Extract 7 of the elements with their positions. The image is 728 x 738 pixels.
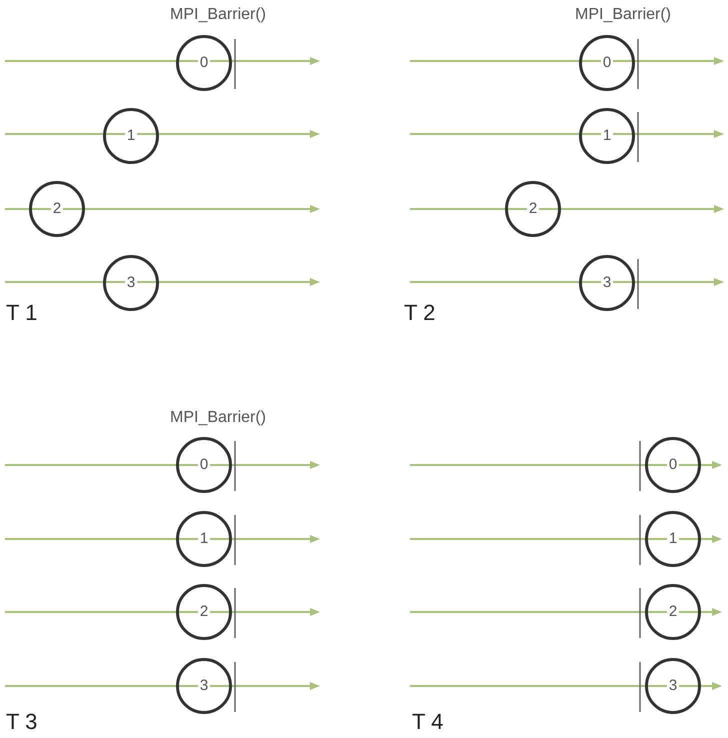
time-step-label: T 1 (6, 299, 38, 327)
function-label: MPI_Barrier() (170, 408, 266, 428)
time-step-label: T 2 (404, 299, 436, 327)
time-step-label: T 4 (412, 708, 444, 736)
time-step-label: T 3 (6, 708, 38, 736)
function-label: MPI_Barrier() (170, 5, 266, 25)
function-label: MPI_Barrier() (575, 5, 672, 25)
